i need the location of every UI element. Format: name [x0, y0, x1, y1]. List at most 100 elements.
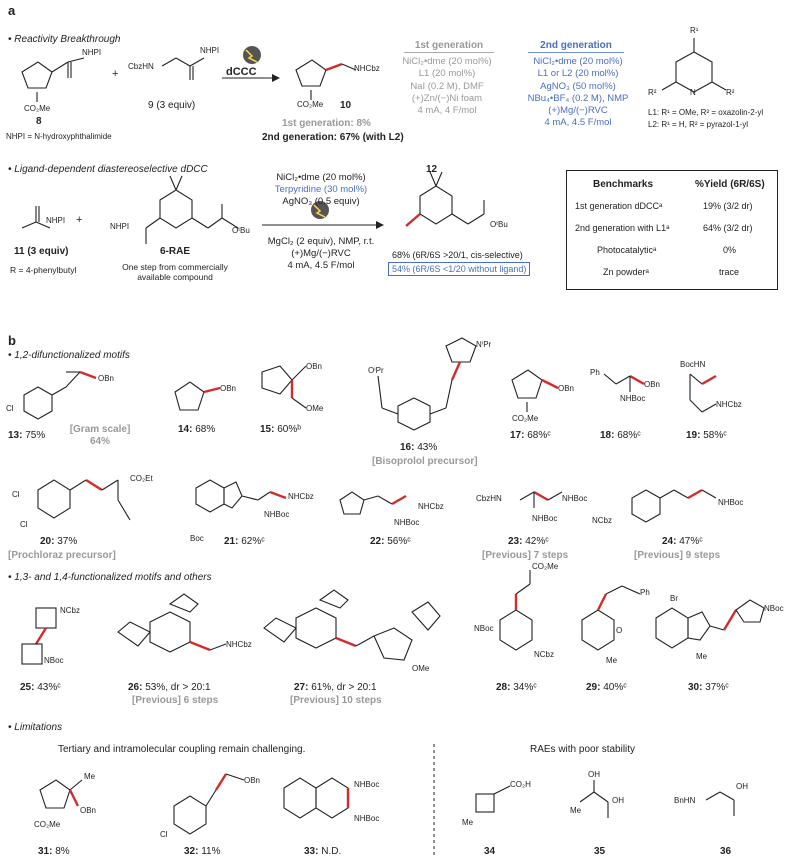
structure-18	[603, 373, 645, 392]
label-co2me-10: CO₂Me	[297, 100, 324, 109]
label-ncbz: NCbz	[534, 650, 555, 659]
label-nhcbz: NHCbz	[716, 400, 742, 409]
gen1-conditions: NiCl₂•dme (20 mol%) L1 (20 mol%) NaI (0.…	[402, 56, 492, 117]
label-obn: OBn	[558, 384, 575, 393]
label-obn: OBn	[644, 380, 661, 389]
panel-a-label: a	[8, 3, 16, 18]
structure-32	[173, 773, 245, 835]
label-me: Me	[84, 772, 96, 781]
benchmark-row-name: Photocatalyticᵃ	[597, 245, 657, 255]
gen2-title: 2nd generation	[528, 40, 624, 53]
label-oh: OH	[612, 796, 624, 805]
gen2-yield: 2nd generation: 67% (with L2)	[262, 132, 404, 143]
structure-26	[117, 593, 227, 653]
structure-15	[261, 365, 307, 409]
section-title-ligand: • Ligand-dependent diastereoselective dD…	[8, 164, 208, 175]
label-obn: OBn	[220, 384, 237, 393]
structure-19	[689, 373, 717, 413]
label-ome: OMe	[412, 664, 430, 673]
compound-19-yield: 19: 58%ᶜ	[686, 430, 727, 441]
label-npr: NⁱPr	[476, 340, 492, 349]
compound-16-note: [Bisoprolol precursor]	[372, 456, 478, 467]
structure-33	[283, 777, 350, 819]
r-group-definition: R = 4-phenylbutyl	[10, 265, 77, 275]
benchmark-row-value: trace	[719, 267, 740, 277]
compound-14-yield: 14: 68%	[178, 424, 216, 435]
benchmarks-table: Benchmarks %Yield (6R/6S) 1st generation…	[566, 170, 778, 290]
benchmark-row-name: Zn powderᵃ	[603, 267, 649, 277]
label-me: Me	[606, 656, 618, 665]
structure-20	[37, 478, 131, 521]
structure-10	[295, 59, 357, 100]
label-nhboc: NHBoc	[532, 514, 558, 523]
label-obn: OBn	[80, 806, 97, 815]
compound-36-number: 36	[720, 846, 732, 857]
label-nhboc: NHBoc	[394, 518, 420, 527]
label-oh: OH	[588, 770, 600, 779]
benchmark-row-name: 2nd generation with L1ᵃ	[575, 223, 670, 233]
label-me: Me	[570, 806, 582, 815]
label-oh: OH	[736, 782, 748, 791]
structure-8	[21, 57, 85, 102]
compound-27-yield: 27: 61%, dr > 20:1	[294, 682, 377, 693]
benchmark-row-value: 19% (3/2 dr)	[703, 201, 753, 211]
label-cbzhn: CbzHN	[476, 494, 502, 503]
label-cl: Cl	[20, 520, 28, 529]
label-nhboc: NHBoc	[354, 780, 380, 789]
structure-28	[499, 570, 533, 651]
label-co2et: CO₂Et	[130, 474, 153, 483]
compound-25-yield: 25: 43%ᶜ	[20, 682, 61, 693]
label-ncbz: NCbz	[60, 606, 81, 615]
structure-27	[263, 589, 441, 661]
label-opr: OⁱPr	[368, 366, 384, 375]
nhpi-footnote: NHPI = N-hydroxyphthalimide	[6, 132, 112, 141]
label-me: Me	[462, 818, 474, 827]
structure-ligand	[661, 38, 727, 93]
limitations-right-title: RAEs with poor stability	[530, 744, 636, 755]
label-ph: Ph	[590, 368, 600, 377]
compound-32-yield: 32: 11%	[184, 846, 221, 857]
ligand-r2-left: R²	[648, 88, 657, 97]
structure-22	[339, 491, 407, 515]
label-nhpi-11: NHPI	[46, 216, 66, 225]
benchmark-row-value: 64% (3/2 dr)	[703, 223, 753, 233]
compound-6-rae-label: 6-RAE	[160, 246, 191, 257]
benchmarks-header: Benchmarks	[593, 179, 654, 190]
label-cl: Cl	[6, 404, 14, 413]
compound-24-note: [Previous] 9 steps	[634, 550, 721, 561]
label-co2me: CO₂Me	[532, 562, 559, 571]
label-co2me: CO₂Me	[512, 414, 539, 423]
structure-24	[631, 488, 717, 523]
compound-12-yield: 68% (6R/6S >20/1, cis-selective)	[392, 250, 523, 260]
structure-11	[21, 206, 51, 229]
ligand-n: N	[690, 88, 696, 97]
compound-23-note: [Previous] 7 steps	[482, 550, 569, 561]
label-nhcbz: NHCbz	[226, 640, 252, 649]
compound-24-yield: 24: 47%ᶜ	[662, 536, 703, 547]
plus-sign: +	[112, 68, 119, 80]
label-nhpi-rae: NHPI	[110, 222, 130, 231]
label-nhcbz: NHCbz	[288, 492, 314, 501]
compound-20-note: [Prochloraz precursor]	[8, 550, 116, 561]
label-obu-rae: OᵗBu	[232, 226, 250, 235]
structure-31	[39, 779, 83, 809]
structure-13	[23, 370, 97, 420]
label-boc-n: NBoc	[474, 624, 494, 633]
structure-12	[405, 171, 485, 227]
label-nhcbz: NHCbz	[418, 502, 444, 511]
compound-15-yield: 15: 60%ᵇ	[260, 424, 302, 435]
label-cbz-n: NCbz	[592, 516, 613, 525]
gen1-yield: 1st generation: 8%	[282, 118, 371, 129]
reaction-label-dccc: dCCC	[226, 66, 257, 78]
compound-22-yield: 22: 56%ᶜ	[370, 536, 411, 547]
gen1-title: 1st generation	[404, 40, 494, 53]
label-nboc: NBoc	[764, 604, 784, 613]
compound-26-note: [Previous] 6 steps	[132, 695, 219, 706]
label-ome: OMe	[306, 404, 324, 413]
section-title-12-difunctionalized: • 1,2-difunctionalized motifs	[8, 350, 130, 361]
compound-31-yield: 31: 8%	[38, 846, 70, 857]
structure-17	[511, 369, 559, 412]
ligand-l2-def: L2: R¹ = H, R² = pyrazol-1-yl	[648, 120, 749, 129]
compound-11-label: 11 (3 equiv)	[14, 246, 69, 257]
